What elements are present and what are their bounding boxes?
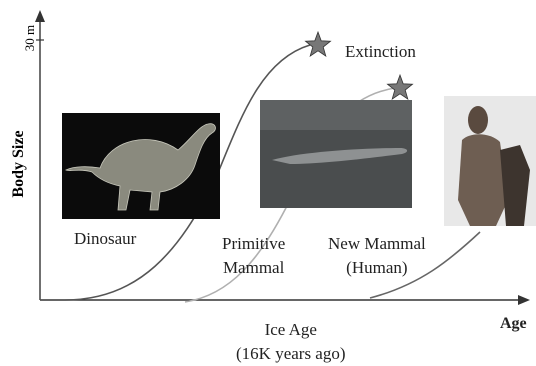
ice-age-label-line1: Ice Age bbox=[236, 320, 346, 340]
primitive-mammal-label-line1: Primitive bbox=[222, 234, 285, 254]
dinosaur-label: Dinosaur bbox=[74, 229, 136, 249]
primitive-mammal-label: Primitive Mammal bbox=[222, 234, 285, 278]
ice-age-label: Ice Age (16K years ago) bbox=[236, 320, 346, 364]
new-mammal-label-line2: (Human) bbox=[328, 258, 426, 278]
x-axis-label: Age bbox=[500, 314, 527, 334]
new-mammal-label: New Mammal (Human) bbox=[328, 234, 426, 278]
extinction-star-icon-2 bbox=[388, 75, 413, 99]
dinosaur-photo bbox=[62, 113, 220, 219]
whale-photo bbox=[260, 100, 412, 208]
caveman-photo bbox=[444, 96, 536, 226]
x-axis-arrowhead bbox=[518, 295, 530, 305]
extinction-star-icon-1 bbox=[306, 32, 331, 56]
primitive-mammal-label-line2: Mammal bbox=[222, 258, 285, 278]
new-mammal-label-line1: New Mammal bbox=[328, 234, 426, 254]
ice-age-label-line2: (16K years ago) bbox=[236, 344, 346, 364]
y-axis-tick-label: 30 m bbox=[22, 18, 38, 58]
extinction-label: Extinction bbox=[345, 42, 416, 62]
y-axis-label: Body Size bbox=[10, 129, 28, 199]
